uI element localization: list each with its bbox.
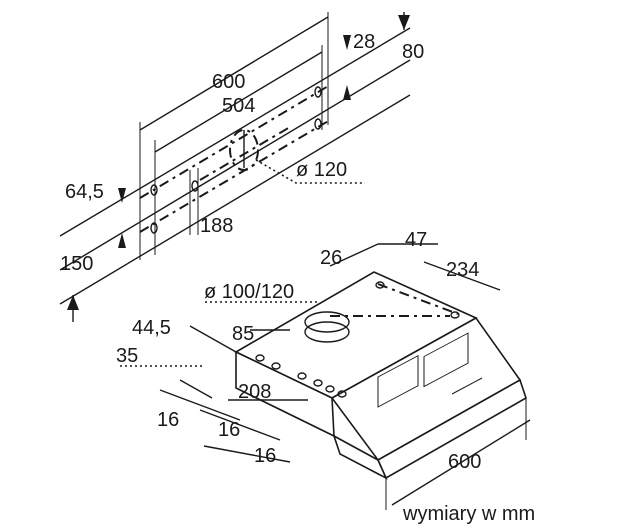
label-234: 234 <box>446 259 479 281</box>
screw-hole <box>314 118 322 130</box>
dim-line-bottom <box>59 94 411 305</box>
dim-line-16a <box>159 389 241 421</box>
dim-line-44-5 <box>189 325 237 353</box>
arrow-64-bottom <box>118 233 126 248</box>
arrow-28 <box>343 35 351 50</box>
dim-line-edge <box>59 59 411 271</box>
switch-slot <box>451 377 483 395</box>
screw-hole <box>314 86 322 98</box>
dim-line-top-80 <box>59 27 411 237</box>
hood-view-group: 26 47 234 ø 100/120 44,5 85 35 208 16 16… <box>116 229 531 510</box>
dim-line-26 <box>329 243 379 267</box>
screw-hole <box>150 184 158 196</box>
dim-line-234 <box>423 261 501 291</box>
label-44-5: 44,5 <box>132 317 171 339</box>
hood-screw-hole <box>271 362 281 370</box>
top-view-group: 600 504 28 80 ø 120 64,5 150 188 <box>59 12 424 322</box>
label-188: 188 <box>200 215 233 237</box>
label-600-bottom: 600 <box>448 451 481 473</box>
leader-duct <box>255 159 365 184</box>
label-35: 35 <box>116 345 138 367</box>
hood-screw-hole <box>375 281 385 289</box>
hood-screw-hole <box>325 385 335 393</box>
label-28: 28 <box>353 31 375 53</box>
label-85: 85 <box>232 323 254 345</box>
dim-line-504 <box>154 51 323 153</box>
hood-screw-hole <box>255 354 265 362</box>
label-duct-120: ø 120 <box>296 159 347 181</box>
label-duct-outlet: ø 100/120 <box>204 281 294 303</box>
hood-screw-hole <box>450 311 460 319</box>
label-504: 504 <box>222 95 255 117</box>
label-64-5: 64,5 <box>65 181 104 203</box>
label-16-a: 16 <box>157 409 179 431</box>
grill-vents <box>377 332 469 408</box>
hood-screw-hole <box>337 390 347 398</box>
arrow-64-top <box>118 188 126 203</box>
label-80: 80 <box>402 41 424 63</box>
label-16-c: 16 <box>254 445 276 467</box>
dim-line-16c <box>203 445 291 463</box>
label-208: 208 <box>238 381 271 403</box>
hood-screw-holes <box>255 281 460 398</box>
label-150: 150 <box>60 253 93 275</box>
label-26: 26 <box>320 247 342 269</box>
duct-circle <box>229 129 259 171</box>
dim-line-35 <box>179 379 213 399</box>
screw-hole <box>150 222 158 234</box>
arrow-80-bottom <box>343 85 351 100</box>
duct-outlet-bottom <box>304 321 350 343</box>
dim-line-600-bottom <box>391 419 531 506</box>
duct-outlet-top <box>304 311 350 333</box>
label-16-b: 16 <box>218 419 240 441</box>
label-600-top: 600 <box>212 71 245 93</box>
dim-line-600 <box>139 16 329 131</box>
screw-hole <box>191 180 199 192</box>
vent-block-left <box>377 354 419 408</box>
center-line-duct <box>199 126 291 181</box>
hood-screw-hole <box>313 379 323 387</box>
hood-screw-hole <box>297 372 307 380</box>
label-47: 47 <box>405 229 427 251</box>
units-note: wymiary w mm <box>402 503 535 525</box>
vent-block-right <box>423 332 469 388</box>
screw-holes <box>150 86 322 234</box>
center-line-upper <box>139 84 331 199</box>
center-line-hood2 <box>377 283 459 315</box>
dim-line-16b <box>199 409 281 441</box>
